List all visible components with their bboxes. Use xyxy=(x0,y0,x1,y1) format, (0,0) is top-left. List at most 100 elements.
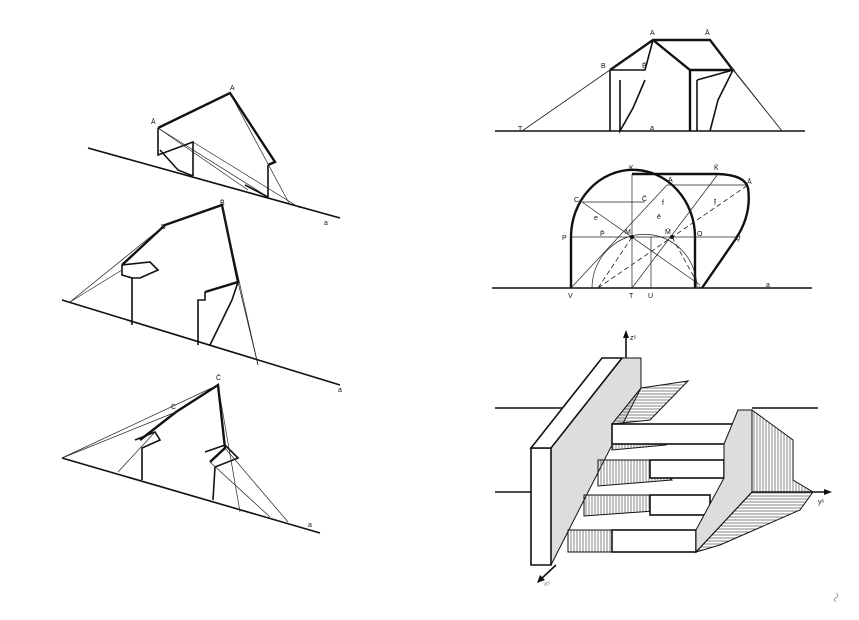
point-label: P xyxy=(562,235,567,242)
figure-left-3: C C̄ a xyxy=(61,374,321,534)
point-label: V xyxy=(568,293,573,300)
point-label: B xyxy=(161,224,166,231)
point-label: a xyxy=(766,282,770,289)
construction-line xyxy=(569,168,697,288)
construction-line xyxy=(134,431,162,480)
point-label: Ā xyxy=(747,178,752,186)
construction-line xyxy=(224,447,289,523)
construction-line xyxy=(632,172,750,289)
construction-line xyxy=(157,128,194,176)
point-label: A xyxy=(650,30,655,37)
construction-line xyxy=(670,235,674,239)
construction-line xyxy=(237,281,259,366)
construction-line xyxy=(630,235,634,239)
construction-line xyxy=(694,491,814,553)
construction-line xyxy=(537,575,545,583)
construction-line xyxy=(649,459,725,479)
ground-line xyxy=(61,299,341,386)
construction-line xyxy=(61,384,219,459)
construction-line xyxy=(197,292,206,345)
construction-line xyxy=(696,68,735,132)
construction-line xyxy=(117,431,156,473)
figure-right-2: K K̄ A Ā C C̄ e ē f f̄ P P̄ M M̄ O Q̄ V … xyxy=(492,164,812,300)
point-label: C xyxy=(171,404,176,411)
figure-right-3: zˢ yˢ xˢ xyxy=(495,330,832,588)
point-label: Ā xyxy=(705,29,710,37)
construction-line xyxy=(157,127,249,191)
construction-line xyxy=(824,489,832,495)
point-label: C̄ xyxy=(642,195,647,203)
point-label: ē xyxy=(657,214,661,221)
construction-line xyxy=(591,233,698,289)
construction-line xyxy=(159,149,194,177)
construction-line xyxy=(649,494,711,516)
construction-line xyxy=(611,529,697,553)
construction-line xyxy=(221,204,259,366)
construction-line xyxy=(610,380,690,425)
ground-line xyxy=(87,147,341,219)
point-label: f xyxy=(662,200,664,207)
point-label: T xyxy=(629,293,634,300)
label-ground: a xyxy=(324,220,328,227)
construction-line xyxy=(217,384,241,513)
construction-line xyxy=(530,447,552,566)
construction-line xyxy=(121,265,133,325)
construction-line xyxy=(732,69,783,132)
construction-line xyxy=(609,38,736,72)
construction-line xyxy=(69,224,166,303)
construction-line xyxy=(611,423,739,445)
point-label: K̄ xyxy=(714,164,719,172)
point-label: a xyxy=(338,387,342,394)
point-label: P̄ xyxy=(600,230,605,238)
construction-line xyxy=(529,357,624,449)
point-label: f̄ xyxy=(714,199,716,207)
point-label: A xyxy=(668,177,673,184)
construction-line xyxy=(751,409,815,493)
point-label: C̄ xyxy=(216,374,221,382)
point-label: M̄ xyxy=(665,228,671,236)
construction-line xyxy=(581,201,701,286)
construction-line xyxy=(157,127,269,198)
point-label: B̄ xyxy=(220,199,225,207)
label-a: A xyxy=(230,85,235,92)
point-label: e xyxy=(594,215,598,222)
point-label: a xyxy=(650,125,654,132)
page-mark: ~ xyxy=(825,589,847,605)
point-label: K xyxy=(629,165,634,172)
point-label: C xyxy=(574,197,579,204)
x-axis-label: xˢ xyxy=(544,581,551,588)
point-label: M xyxy=(625,229,631,236)
construction-line xyxy=(204,280,240,346)
point-label: T xyxy=(518,126,523,133)
construction-line xyxy=(139,382,227,463)
construction-line xyxy=(597,236,633,289)
figure-right-1: A Ā B B̄ T a xyxy=(495,29,805,135)
point-label: O xyxy=(697,231,703,238)
construction-line xyxy=(521,69,611,132)
construction-line xyxy=(69,269,123,303)
figure-left-1: A Ā a xyxy=(87,85,341,227)
construction-line xyxy=(209,461,271,518)
construction-line xyxy=(61,411,177,459)
construction-line xyxy=(570,184,668,289)
point-label: a xyxy=(308,522,312,529)
point-label: B̄ xyxy=(642,62,647,70)
z-axis-label: zˢ xyxy=(630,335,637,342)
point-label: Q̄ xyxy=(735,234,741,242)
construction-line xyxy=(204,444,240,501)
ground-line xyxy=(61,457,321,534)
construction-line xyxy=(539,564,557,581)
construction-line xyxy=(121,203,240,294)
construction-line xyxy=(121,261,160,279)
outline xyxy=(157,91,277,167)
point-label: U xyxy=(648,293,653,300)
y-axis-label: yˢ xyxy=(818,499,825,506)
point-label: B xyxy=(601,63,606,70)
construction-line xyxy=(610,39,654,71)
construction-line xyxy=(671,236,701,289)
construction-line xyxy=(619,79,646,135)
construction-line xyxy=(623,330,629,338)
construction-line xyxy=(567,529,613,553)
construction-line xyxy=(229,92,291,206)
